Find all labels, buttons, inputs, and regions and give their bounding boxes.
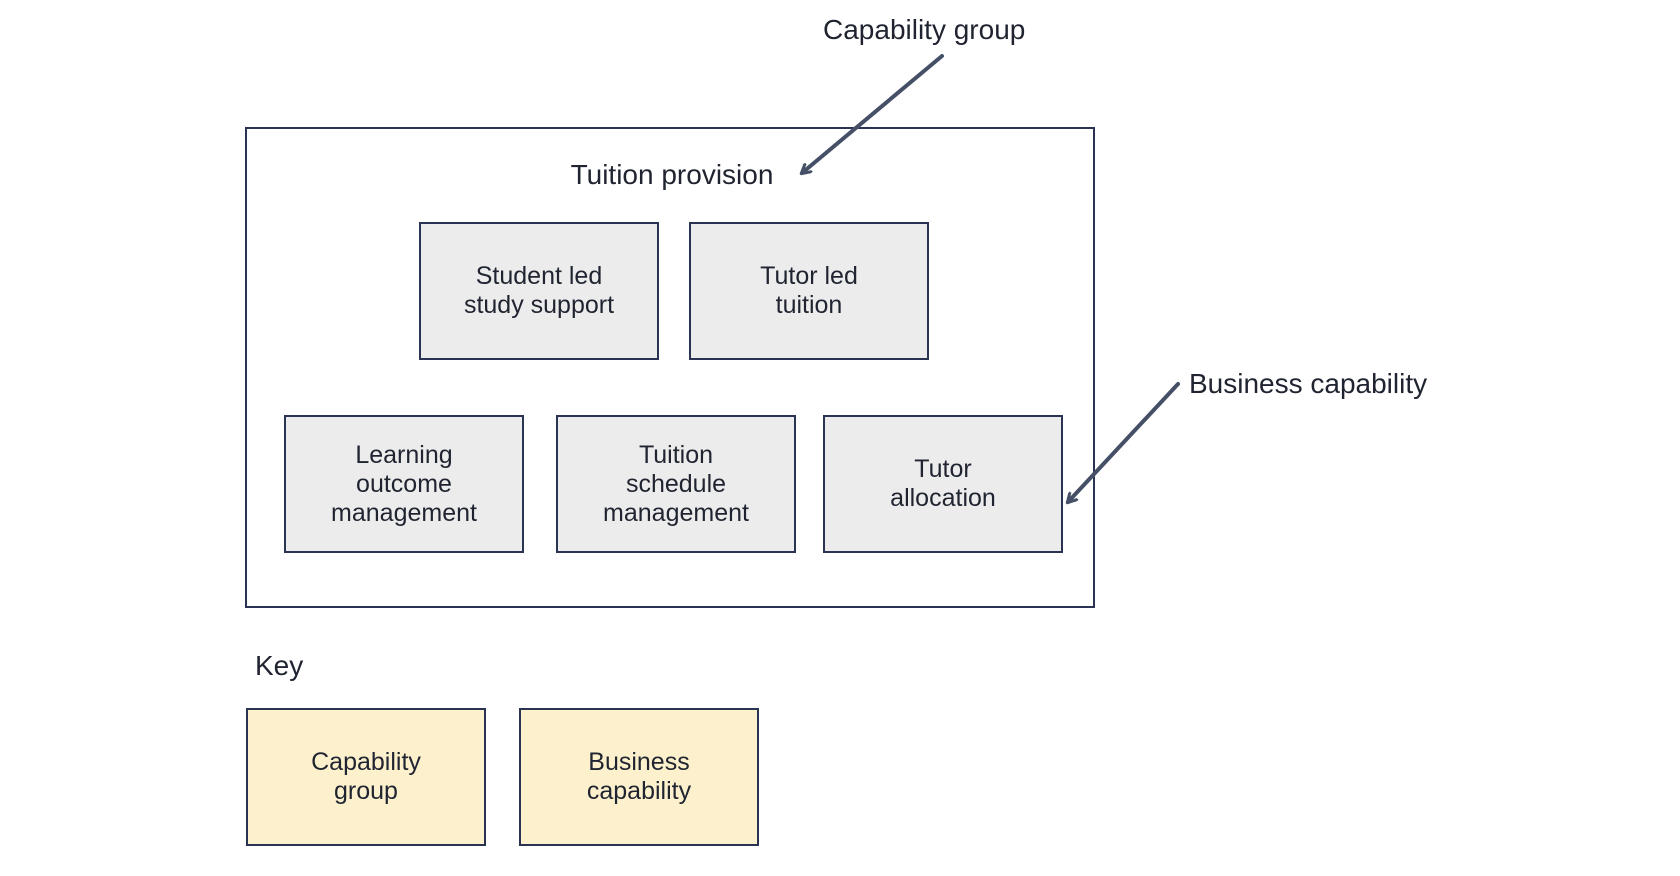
capability-group-box: Tuition provision Student led study supp…: [245, 127, 1095, 608]
capability-label-line: allocation: [890, 484, 996, 512]
capability-label-line: tuition: [775, 291, 843, 319]
key-item-label-line: Business: [588, 748, 690, 776]
callout-capability-group: Capability group: [823, 14, 1026, 45]
capability-label-line: management: [331, 498, 477, 527]
capability-tutor-allocation: Tutor allocation: [823, 415, 1063, 553]
group-title: Tuition provision: [570, 159, 774, 190]
capability-student-led-study-support: Student led study support: [419, 222, 659, 360]
callout-business-capability: Business capability: [1189, 368, 1428, 399]
key-label: Key: [255, 650, 304, 681]
capability-label-line: Learning: [355, 440, 453, 469]
capability-label-line: outcome: [356, 469, 452, 498]
capability-learning-outcome-management: Learning outcome management: [284, 415, 524, 553]
capability-label-line: schedule: [625, 469, 727, 498]
capability-label-line: Student led: [475, 262, 603, 290]
key-item-label-line: Capability: [311, 748, 421, 776]
key-item-label-line: capability: [586, 777, 692, 805]
capability-tutor-led-tuition: Tutor led tuition: [689, 222, 929, 360]
capability-label-line: Tuition: [638, 440, 714, 469]
key-item-capability-group: Capability group: [246, 708, 486, 846]
capability-label-line: management: [603, 498, 749, 527]
key-item-label-line: group: [334, 777, 398, 805]
capability-label-line: study support: [463, 291, 615, 319]
capability-label-line: Tutor led: [760, 262, 858, 290]
capability-tuition-schedule-management: Tuition schedule management: [556, 415, 796, 553]
capability-label-line: Tutor: [914, 455, 972, 483]
key-item-business-capability: Business capability: [519, 708, 759, 846]
